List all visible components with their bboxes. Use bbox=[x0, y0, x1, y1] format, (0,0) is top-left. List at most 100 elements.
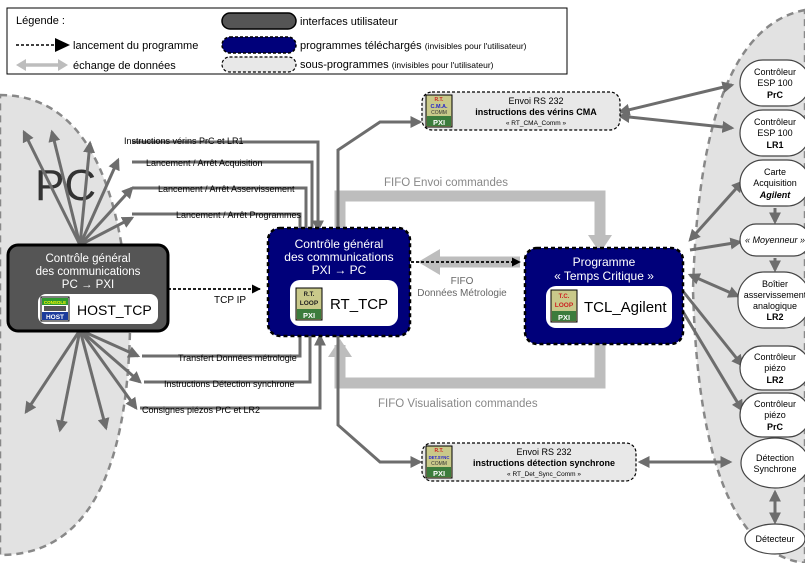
tcl-moyenneur-arrow bbox=[689, 237, 743, 252]
svg-text:PXI: PXI bbox=[558, 313, 570, 322]
svg-text:ESP 100: ESP 100 bbox=[757, 78, 792, 88]
legend: Légende : lancement du programme échange… bbox=[6, 7, 568, 75]
svg-text:PrC: PrC bbox=[767, 422, 784, 432]
label-cmd3: Lancement / Arrêt Asservissement bbox=[158, 184, 295, 194]
cma-comm-icon: R.T. C.M.A. COMM PXI bbox=[425, 94, 453, 128]
detsync-comm-icon: R.T. DET.SYNC COMM PXI bbox=[425, 445, 453, 479]
legend-title: Légende : bbox=[16, 15, 65, 27]
fifo-envoi-label: FIFO Envoi commandes bbox=[384, 177, 508, 189]
rt-tcp-node: Contrôle général des communications PXI … bbox=[266, 226, 412, 338]
tcl-piezo-prc-arrow bbox=[674, 299, 744, 413]
svg-text:Contrôleur: Contrôleur bbox=[754, 67, 796, 77]
svg-text:Contrôleur: Contrôleur bbox=[754, 352, 796, 362]
tcl-line-2: « Temps Critique » bbox=[554, 269, 654, 283]
rt-line-1: Contrôle général bbox=[295, 237, 384, 251]
cmd1-line bbox=[132, 140, 324, 233]
legend-downloaded-swatch bbox=[221, 36, 297, 54]
device-carte-acquisition: Carte Acquisition Agilent bbox=[739, 159, 805, 207]
legend-exchange-label: échange de données bbox=[73, 60, 176, 72]
pc-fan-arrow-2 bbox=[48, 129, 82, 246]
svg-text:PrC: PrC bbox=[767, 90, 784, 100]
pc-fan-arrow-10 bbox=[78, 329, 110, 431]
device-list: Contrôleur ESP 100 PrC Contrôleur ESP 10… bbox=[737, 59, 805, 555]
tcl-agilent-node: Programme « Temps Critique » T.C. LOOP P… bbox=[523, 246, 685, 346]
cmd3-line bbox=[132, 186, 308, 230]
svg-text:PXI: PXI bbox=[303, 311, 315, 320]
svg-text:piézo: piézo bbox=[764, 410, 786, 420]
sub-cma-node: R.T. C.M.A. COMM PXI Envoi RS 232 instru… bbox=[421, 91, 621, 131]
out2-line bbox=[144, 330, 312, 384]
svg-text:Synchrone: Synchrone bbox=[753, 464, 796, 474]
tcl-agilent-arrow bbox=[688, 180, 744, 242]
svg-text:T.C.: T.C. bbox=[559, 294, 570, 300]
svg-text:COMM: COMM bbox=[431, 110, 447, 116]
label-cmd1: Instructions vérins PrC et LR1 bbox=[124, 136, 244, 146]
sub-detsync-line-3: « RT_Det_Sync_Comm » bbox=[507, 471, 581, 478]
rt-to-detsync-arrow bbox=[336, 336, 423, 468]
tcl-loop-icon: T.C. LOOP PXI bbox=[550, 289, 578, 323]
sub-detsync-frame bbox=[421, 442, 637, 482]
host-line-1: Contrôle général bbox=[45, 253, 130, 265]
sub-detsync-node: R.T. DET.SYNC COMM PXI Envoi RS 232 inst… bbox=[421, 442, 637, 482]
svg-text:LOOP: LOOP bbox=[300, 300, 319, 307]
host-console-icon: CONSOLE HOST bbox=[40, 296, 70, 322]
host-line-2: des communications bbox=[36, 266, 141, 278]
svg-text:Acquisition: Acquisition bbox=[753, 178, 797, 188]
label-tcp: TCP IP bbox=[214, 295, 246, 306]
svg-text:LR1: LR1 bbox=[766, 140, 783, 150]
pc-fan-arrow-9 bbox=[78, 329, 138, 410]
fifo-visu-label: FIFO Visualisation commandes bbox=[378, 398, 538, 410]
svg-text:PXI: PXI bbox=[433, 118, 445, 127]
svg-text:C.M.A.: C.M.A. bbox=[430, 104, 448, 110]
device-esp100-prc: Contrôleur ESP 100 PrC bbox=[739, 59, 805, 107]
host-name: HOST_TCP bbox=[77, 302, 152, 318]
device-piezo-lr2: Contrôleur piézo LR2 bbox=[739, 345, 805, 391]
device-detecteur: Détecteur bbox=[744, 523, 805, 555]
left-labels: Instructions vérins PrC et LR1 Lancement… bbox=[124, 136, 302, 415]
svg-text:LR2: LR2 bbox=[766, 312, 783, 322]
tcl-boitier-arrow bbox=[687, 273, 741, 298]
tcl-name: TCL_Agilent bbox=[584, 299, 667, 316]
fifo-donnees-label-2: Données Métrologie bbox=[417, 288, 507, 299]
pc-fan-arrow-1 bbox=[22, 129, 82, 246]
svg-text:Carte: Carte bbox=[764, 167, 786, 177]
device-piezo-prc: Contrôleur piézo PrC bbox=[739, 392, 805, 438]
host-line-3: PC → PXI bbox=[62, 279, 114, 291]
svg-text:asservissement: asservissement bbox=[744, 290, 805, 300]
pc-fan-arrow-3 bbox=[78, 140, 96, 246]
legend-downloaded-label: programmes téléchargés (invisibles pour … bbox=[300, 40, 527, 52]
rt-loop-icon: R.T. LOOP PXI bbox=[295, 287, 323, 321]
tcl-piezo-lr2-arrow bbox=[680, 289, 744, 367]
pc-fan-arrow-11 bbox=[55, 329, 82, 433]
svg-text:piézo: piézo bbox=[764, 363, 786, 373]
fifo-envoi-arrow bbox=[334, 190, 606, 245]
label-out3: Consignes piézos PrC et LR2 bbox=[142, 405, 260, 415]
svg-text:Contrôleur: Contrôleur bbox=[754, 117, 796, 127]
legend-launch-label: lancement du programme bbox=[73, 40, 198, 52]
sub-cma-line-3: « RT_CMA_Comm » bbox=[506, 120, 567, 127]
sub-detsync-line-2: instructions détection synchrone bbox=[473, 458, 615, 468]
legend-ui-label: interfaces utilisateur bbox=[300, 16, 398, 28]
pc-fan-arrow-7 bbox=[79, 328, 141, 358]
svg-text:R.T.: R.T. bbox=[435, 448, 445, 454]
fifo-donnees-label-1: FIFO bbox=[451, 276, 474, 287]
rt-line-2: des communications bbox=[284, 250, 393, 264]
svg-text:Détecteur: Détecteur bbox=[755, 534, 794, 544]
sub-detsync-line-1: Envoi RS 232 bbox=[516, 447, 571, 457]
device-detection-synchrone: Détection Synchrone bbox=[740, 437, 805, 489]
device-boitier-asservissement: Boîtier asservissement analogique LR2 bbox=[737, 271, 805, 329]
svg-text:HOST: HOST bbox=[46, 314, 64, 321]
legend-sub-swatch bbox=[221, 56, 297, 73]
svg-text:analogique: analogique bbox=[753, 301, 797, 311]
out3-line bbox=[140, 333, 326, 410]
cmd2-line bbox=[132, 160, 314, 230]
svg-text:« Moyenneur »: « Moyenneur » bbox=[745, 235, 805, 245]
legend-sub-label: sous-programmes (invisibles pour l'utili… bbox=[300, 59, 494, 71]
svg-text:PXI: PXI bbox=[433, 469, 445, 478]
legend-launch-head bbox=[55, 38, 70, 52]
fifo-visu-arrow bbox=[334, 330, 606, 389]
label-cmd2: Lancement / Arrêt Acquisition bbox=[146, 158, 263, 168]
sub-cma-line-1: Envoi RS 232 bbox=[508, 96, 563, 106]
svg-text:R.T.: R.T. bbox=[435, 97, 445, 103]
